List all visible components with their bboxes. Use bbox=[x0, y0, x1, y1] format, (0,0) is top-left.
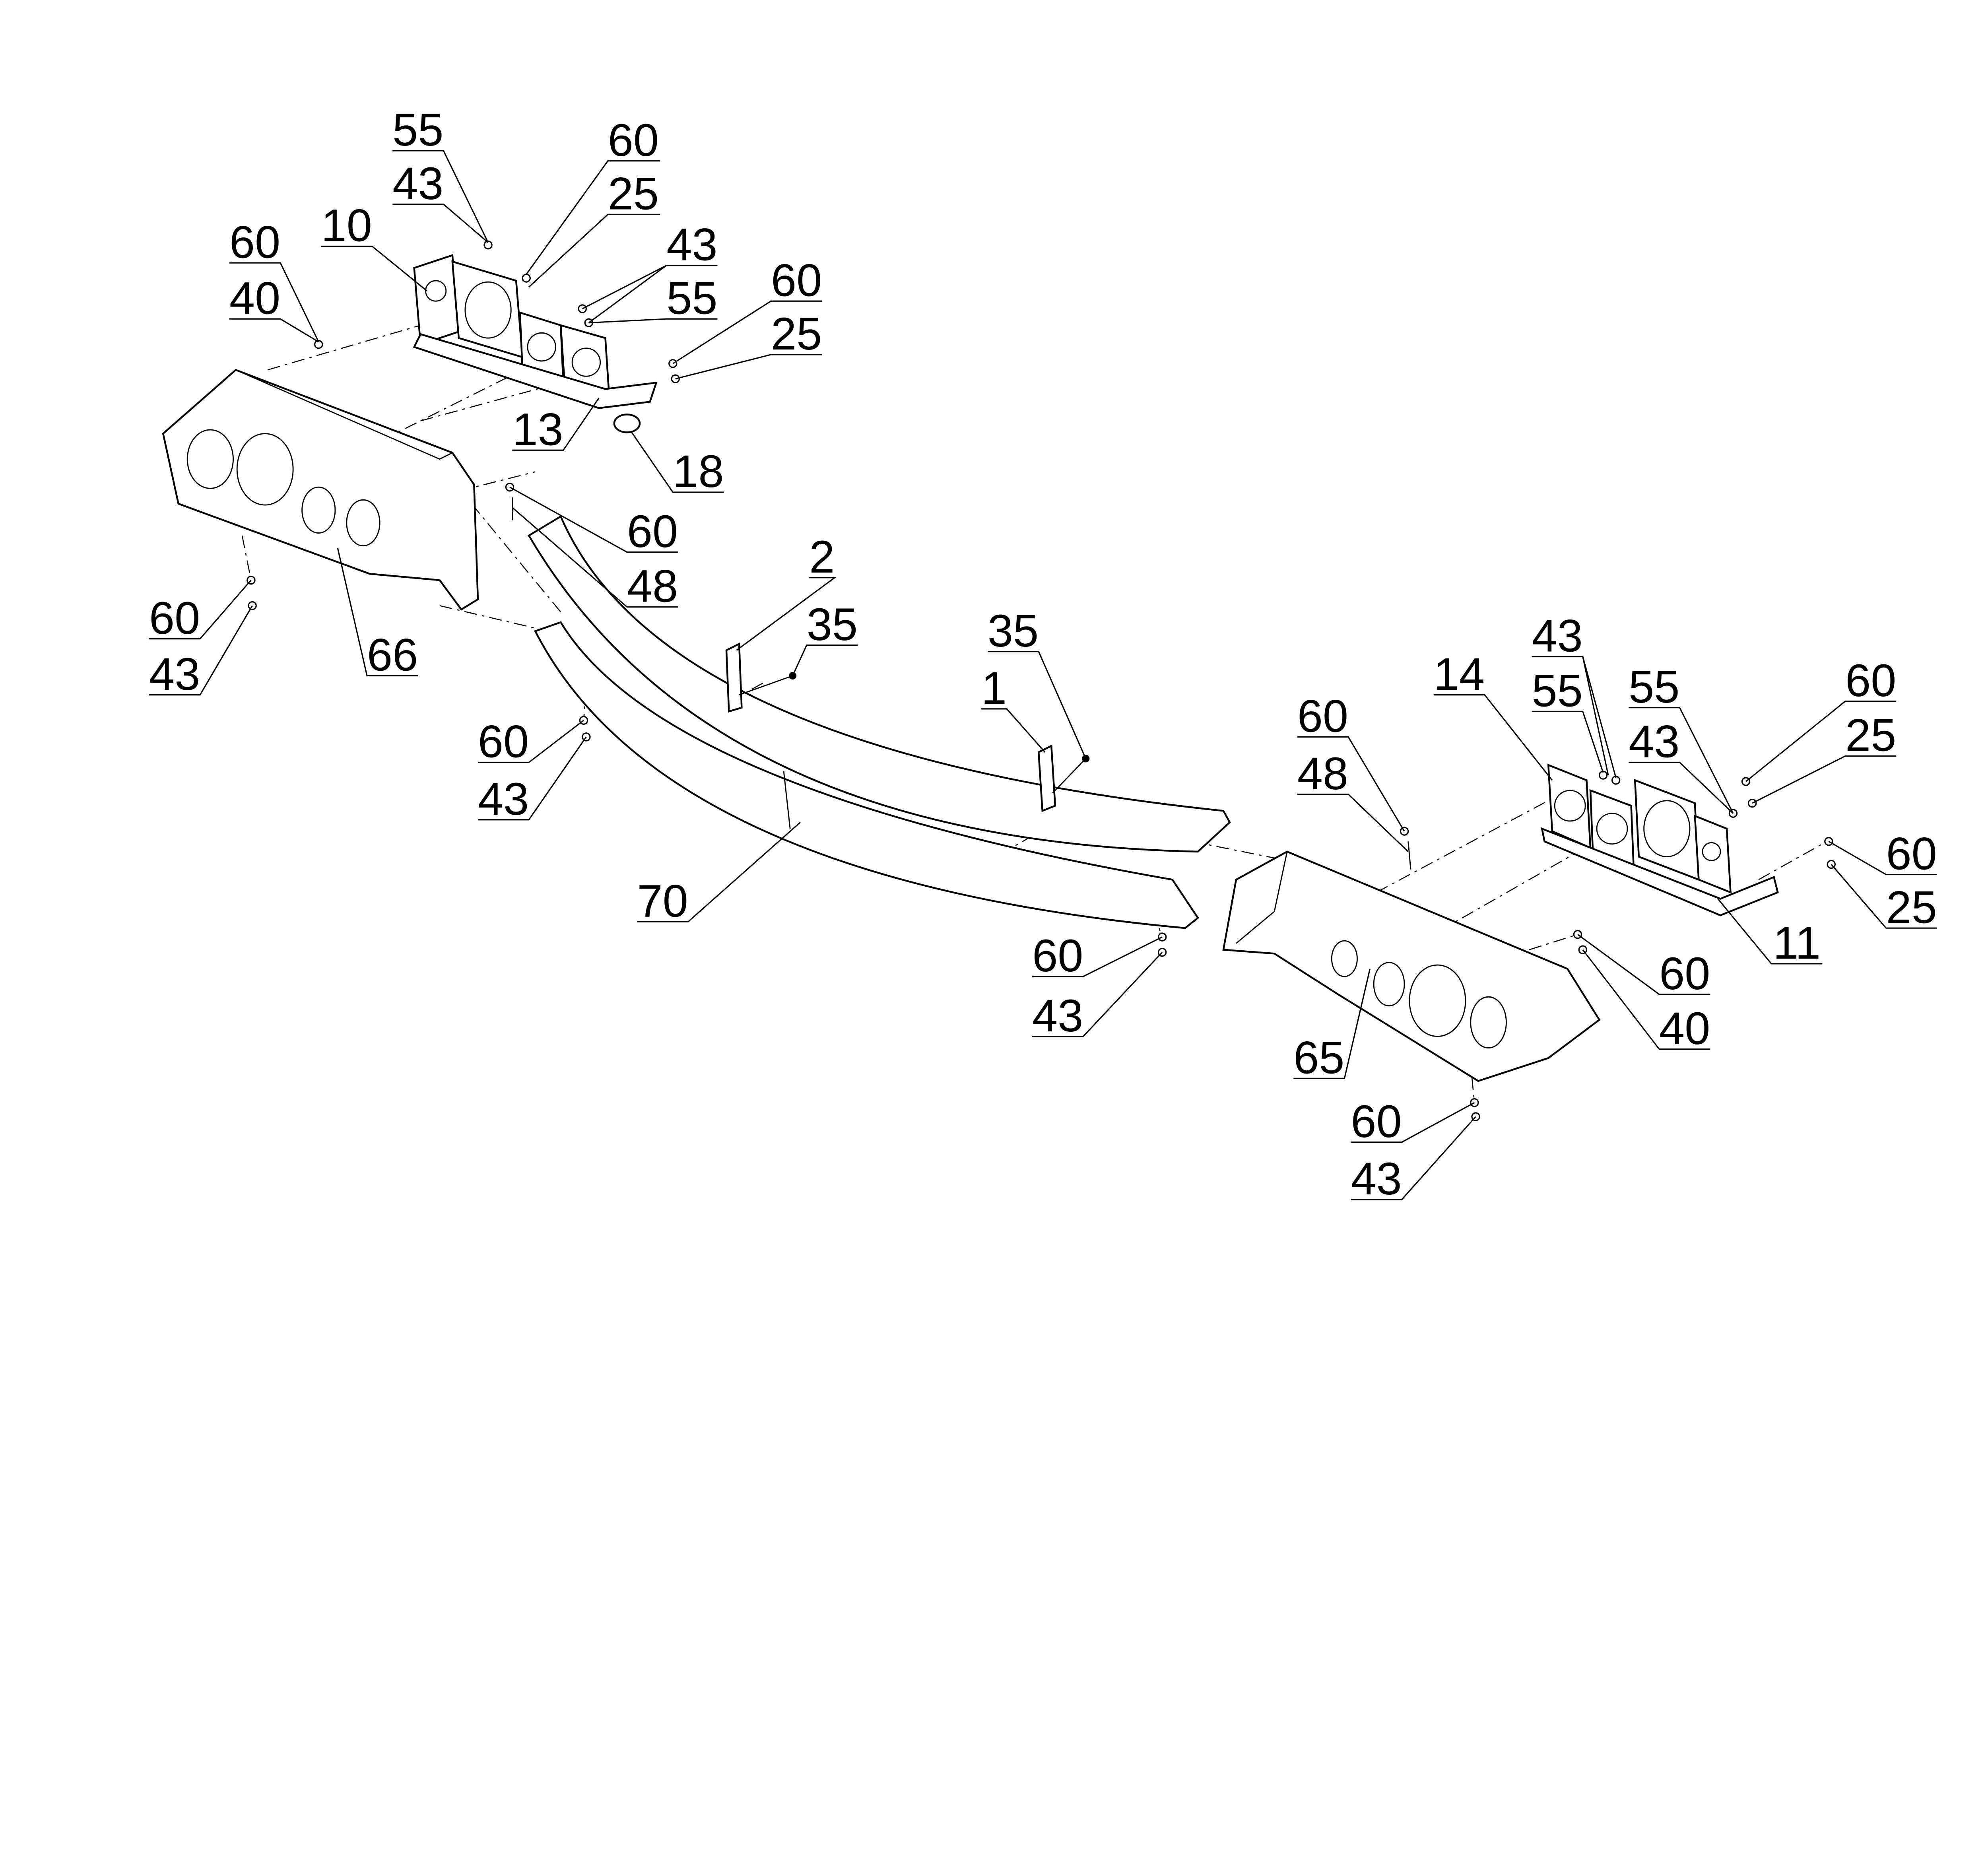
fasteners bbox=[247, 241, 1836, 1121]
callout-label: 66 bbox=[367, 630, 418, 681]
callout-label: 14 bbox=[1434, 649, 1485, 700]
callout-label: 60 bbox=[229, 217, 280, 268]
callout-label: 60 bbox=[1845, 655, 1896, 706]
callout-label: 40 bbox=[1659, 1003, 1710, 1054]
callout-label: 43 bbox=[1032, 990, 1083, 1041]
callout-label: 55 bbox=[1629, 662, 1679, 713]
callout-label: 43 bbox=[666, 219, 717, 270]
callout-label: 65 bbox=[1293, 1033, 1344, 1083]
callout-label: 60 bbox=[149, 593, 200, 644]
callout-label: 25 bbox=[1886, 882, 1937, 933]
left-cover-shell-66 bbox=[162, 369, 479, 611]
callout-label: 43 bbox=[1351, 1153, 1402, 1204]
callout-label: 25 bbox=[771, 309, 822, 359]
callout-label: 13 bbox=[512, 404, 563, 455]
callout-label: 1 bbox=[981, 663, 1007, 714]
callout-label: 60 bbox=[627, 506, 678, 557]
callout-label: 55 bbox=[392, 105, 443, 155]
left-mount-bracket-10-13 bbox=[413, 254, 658, 433]
callout-label: 18 bbox=[673, 446, 724, 497]
callout-label: 10 bbox=[321, 200, 372, 251]
callout-label: 25 bbox=[1845, 710, 1896, 761]
callout-label: 60 bbox=[1351, 1096, 1402, 1147]
callout-label: 60 bbox=[608, 115, 659, 166]
central-arc-bar-70 bbox=[528, 515, 1231, 929]
bracket-1 bbox=[1037, 744, 1090, 812]
callout-label: 43 bbox=[1532, 611, 1582, 662]
callout-label: 60 bbox=[478, 716, 529, 767]
callout-label: 48 bbox=[627, 561, 678, 612]
callout-label: 11 bbox=[1773, 918, 1821, 969]
callout-label: 43 bbox=[478, 774, 529, 825]
callout-label: 40 bbox=[229, 273, 280, 324]
assembly-center-lines bbox=[241, 324, 1823, 1103]
callout-label: 70 bbox=[637, 876, 688, 926]
right-mount-bracket-14-11 bbox=[1541, 763, 1779, 916]
callout-label: 43 bbox=[1629, 716, 1679, 767]
callout-label: 55 bbox=[666, 273, 717, 324]
callout-label: 60 bbox=[1659, 948, 1710, 999]
callout-label: 60 bbox=[771, 255, 822, 306]
bracket-2 bbox=[725, 642, 797, 713]
callout-label: 60 bbox=[1032, 930, 1083, 981]
callout-labels: 55 43 60 25 10 60 40 43 55 60 25 13 18 6… bbox=[149, 105, 1937, 1204]
callout-label: 43 bbox=[149, 649, 200, 700]
callout-label: 48 bbox=[1297, 748, 1348, 799]
callout-label: 60 bbox=[1297, 691, 1348, 742]
callout-label: 60 bbox=[1886, 829, 1937, 879]
callout-label: 55 bbox=[1532, 665, 1582, 716]
callout-label: 25 bbox=[608, 168, 659, 219]
callout-label: 35 bbox=[988, 606, 1039, 656]
callout-label: 43 bbox=[392, 158, 443, 209]
exploded-assembly-drawing: 55 43 60 25 10 60 40 43 55 60 25 13 18 6… bbox=[149, 105, 1937, 1204]
callout-label: 35 bbox=[807, 599, 858, 650]
right-cover-shell-65 bbox=[1222, 850, 1601, 1082]
callout-label: 2 bbox=[809, 532, 835, 582]
